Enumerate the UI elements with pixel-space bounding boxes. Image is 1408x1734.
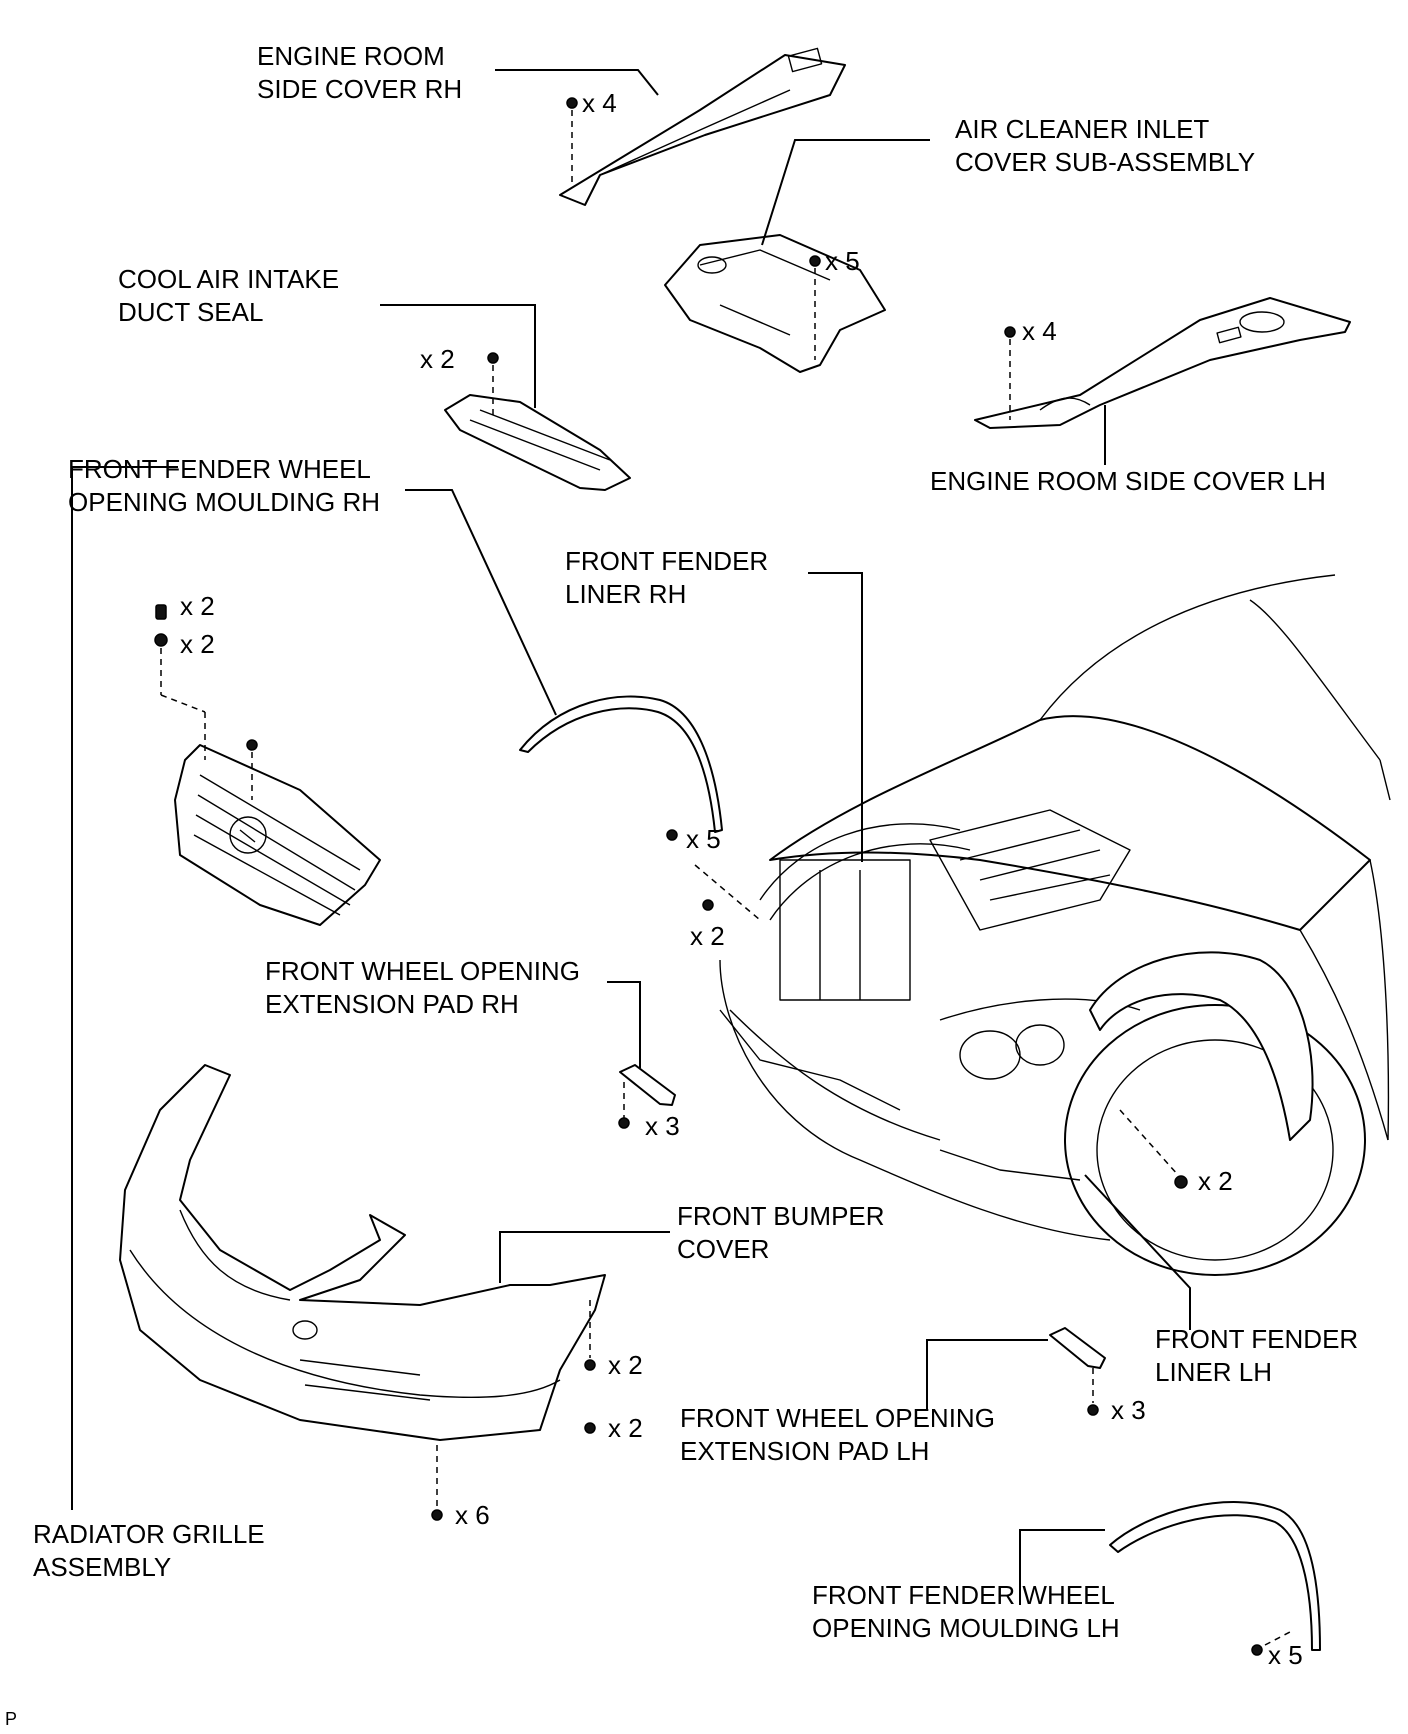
- front-bumper-cover: [119, 1064, 670, 1521]
- vehicle-front-body: [719, 574, 1391, 1276]
- label-front-fender-liner-lh: FRONT FENDER LINER LH: [1155, 1324, 1365, 1387]
- label-front-wheel-opening-extension-pad-lh-line1: FRONT WHEEL OPENING: [680, 1403, 995, 1433]
- label-front-wheel-opening-extension-pad-rh-line2: EXTENSION PAD RH: [265, 989, 519, 1019]
- label-front-fender-wheel-opening-moulding-lh-line2: OPENING MOULDING LH: [812, 1613, 1120, 1643]
- label-radiator-grille-assembly-line2: ASSEMBLY: [33, 1552, 171, 1582]
- qty-bumper-clips-a: x 2: [608, 1350, 643, 1380]
- label-radiator-grille-assembly-line1: RADIATOR GRILLE: [33, 1519, 265, 1549]
- qty-lh-side-cover-clips: x 4: [1022, 316, 1057, 346]
- qty-bumper-clips-b: x 2: [608, 1413, 643, 1443]
- label-front-fender-liner-rh-line2: LINER RH: [565, 579, 686, 609]
- qty-liner-lh-screws: x 2: [1198, 1166, 1233, 1196]
- engine-room-side-cover-lh: [974, 297, 1351, 465]
- qty-rh-side-cover-clips: x 4: [582, 88, 617, 118]
- label-front-fender-wheel-opening-moulding-lh: FRONT FENDER WHEEL OPENING MOULDING LH: [812, 1580, 1121, 1643]
- label-engine-room-side-cover-lh-line1: ENGINE ROOM SIDE COVER LH: [930, 466, 1326, 496]
- label-cool-air-intake-duct-seal-line2: DUCT SEAL: [118, 297, 263, 327]
- front-fender-liner-lh: [1084, 1109, 1191, 1330]
- label-front-fender-wheel-opening-moulding-rh-line2: OPENING MOULDING RH: [68, 487, 380, 517]
- label-front-fender-wheel-opening-moulding-rh-line1: FRONT FENDER WHEEL: [68, 454, 370, 484]
- air-cleaner-inlet-cover: [664, 139, 930, 373]
- label-air-cleaner-inlet-cover: AIR CLEANER INLET COVER SUB-ASSEMBLY: [955, 114, 1255, 177]
- label-engine-room-side-cover-rh-line1: ENGINE ROOM: [257, 41, 445, 71]
- label-air-cleaner-inlet-cover-line2: COVER SUB-ASSEMBLY: [955, 147, 1255, 177]
- qty-liner-rh-screws: x 2: [690, 921, 725, 951]
- label-engine-room-side-cover-lh: ENGINE ROOM SIDE COVER LH: [930, 466, 1326, 496]
- label-front-fender-liner-rh-line1: FRONT FENDER: [565, 546, 768, 576]
- label-front-fender-liner-lh-line2: LINER LH: [1155, 1357, 1272, 1387]
- label-cool-air-intake-duct-seal: COOL AIR INTAKE DUCT SEAL: [118, 264, 346, 327]
- label-front-wheel-opening-extension-pad-rh-line1: FRONT WHEEL OPENING: [265, 956, 580, 986]
- label-front-bumper-cover-line2: COVER: [677, 1234, 769, 1264]
- qty-pad-lh-clips: x 3: [1111, 1395, 1146, 1425]
- radiator-grille-assembly: [71, 466, 381, 1510]
- cool-air-intake-duct-seal: [380, 304, 631, 491]
- label-air-cleaner-inlet-cover-line1: AIR CLEANER INLET: [955, 114, 1209, 144]
- front-wheel-opening-extension-pad-lh: [926, 1327, 1106, 1416]
- front-fender-wheel-opening-moulding-lh: [1019, 1501, 1321, 1656]
- figure-id: P: [5, 1709, 17, 1729]
- label-engine-room-side-cover-rh-line2: SIDE COVER RH: [257, 74, 462, 104]
- qty-pad-rh-clips: x 3: [645, 1111, 680, 1141]
- label-front-bumper-cover-line1: FRONT BUMPER: [677, 1201, 885, 1231]
- qty-air-cleaner-clips: x 5: [825, 246, 860, 276]
- label-front-fender-liner-lh-line1: FRONT FENDER: [1155, 1324, 1358, 1354]
- qty-duct-seal-clips: x 2: [420, 344, 455, 374]
- qty-bumper-screws: x 6: [455, 1500, 490, 1530]
- label-front-wheel-opening-extension-pad-lh: FRONT WHEEL OPENING EXTENSION PAD LH: [680, 1403, 1002, 1466]
- qty-moulding-lh-clips: x 5: [1268, 1640, 1303, 1670]
- label-front-fender-wheel-opening-moulding-rh: FRONT FENDER WHEEL OPENING MOULDING RH: [68, 454, 380, 517]
- label-front-wheel-opening-extension-pad-lh-line2: EXTENSION PAD LH: [680, 1436, 929, 1466]
- engine-room-side-cover-rh: [495, 47, 846, 206]
- label-cool-air-intake-duct-seal-line1: COOL AIR INTAKE: [118, 264, 339, 294]
- label-engine-room-side-cover-rh: ENGINE ROOM SIDE COVER RH: [257, 41, 462, 104]
- qty-grille-screws: x 2: [180, 591, 215, 621]
- qty-grille-clips: x 2: [180, 629, 215, 659]
- qty-moulding-rh-clips: x 5: [686, 824, 721, 854]
- front-fender-liner-rh: [808, 572, 863, 862]
- label-front-fender-wheel-opening-moulding-lh-line1: FRONT FENDER WHEEL: [812, 1580, 1114, 1610]
- label-front-bumper-cover: FRONT BUMPER COVER: [677, 1201, 892, 1264]
- label-radiator-grille-assembly: RADIATOR GRILLE ASSEMBLY: [33, 1519, 272, 1582]
- label-front-wheel-opening-extension-pad-rh: FRONT WHEEL OPENING EXTENSION PAD RH: [265, 956, 587, 1019]
- front-wheel-opening-extension-pad-rh: [607, 981, 676, 1129]
- label-front-fender-liner-rh: FRONT FENDER LINER RH: [565, 546, 775, 609]
- front-fender-wheel-opening-moulding-rh: [405, 489, 761, 921]
